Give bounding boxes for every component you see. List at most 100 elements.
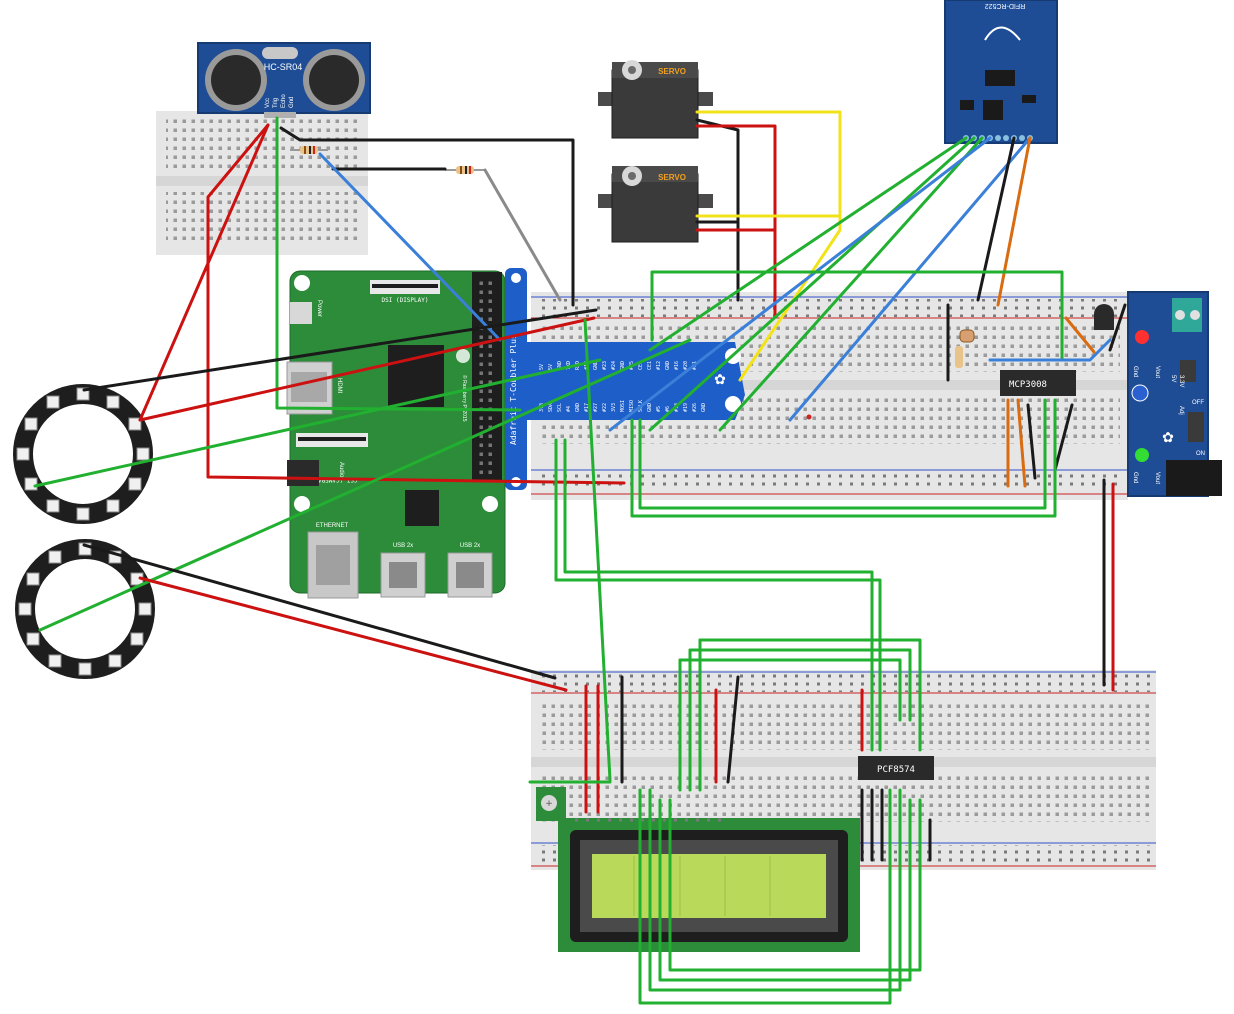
neopixel-led — [16, 447, 30, 461]
resistor-2 — [445, 166, 485, 174]
pi-hdmi-label: HDMI — [336, 378, 342, 394]
wire — [788, 136, 1032, 422]
pcf8574-chip: PCF8574 — [858, 756, 934, 780]
pi-audio-label: Audio — [338, 462, 344, 478]
wires — [33, 110, 1127, 1005]
mcp3008-label: MCP3008 — [1009, 380, 1047, 390]
psu-label: 3.3V — [1178, 375, 1184, 387]
wire — [138, 576, 568, 692]
cobbler-pin-label: GND — [593, 361, 599, 370]
pin-trig-label: Trig — [273, 98, 279, 108]
pi-usb-left-label: USB 2x — [393, 543, 413, 549]
cobbler-pin-label: SDA — [548, 403, 554, 412]
cobbler-title-1: Adafruit T-Cobbler Plus — [509, 334, 518, 445]
neopixel-led — [128, 417, 142, 431]
wire — [695, 220, 740, 302]
wire — [648, 136, 976, 432]
neopixel-led — [24, 417, 38, 431]
wire — [1016, 398, 1027, 488]
cobbler-pin-label: #20 — [683, 361, 689, 370]
neopixel-led — [48, 550, 62, 564]
neopixel-led — [26, 572, 40, 586]
psu-label: Vout — [1154, 366, 1160, 378]
psu-label: Gnd — [1132, 366, 1138, 377]
neopixel-led — [24, 477, 38, 491]
ultrasonic-pin-labels: Vcc Trig Echo Gnd — [265, 94, 295, 108]
cobbler-pin-label: GND — [701, 403, 707, 412]
pi-usb-right-label: USB 2x — [460, 543, 480, 549]
pin-vcc-label: Vcc — [265, 98, 271, 108]
pot-knob-icon: + — [545, 799, 553, 809]
potentiometer: + — [536, 787, 566, 821]
small-breadboard — [156, 111, 368, 255]
pi-power-label: Power — [316, 300, 322, 317]
cobbler-pin-label: GND — [647, 403, 653, 412]
psu-label: Vout — [1154, 472, 1160, 484]
neopixel-led — [108, 654, 122, 668]
neopixel-led — [48, 654, 62, 668]
cobbler-pin-label: 3V3 — [611, 403, 617, 412]
cobbler-pin-label: #16 — [674, 361, 680, 370]
neopixel-led — [136, 447, 150, 461]
wire — [318, 152, 502, 342]
rfid-model-label: RFID-RC522 — [985, 2, 1026, 9]
ring-top-leds — [16, 387, 150, 521]
wire — [695, 124, 777, 317]
cobbler-pin-label: SCL — [557, 403, 563, 412]
neopixel-led — [106, 499, 120, 513]
wire — [630, 398, 1057, 518]
cobbler-pin-label: #24 — [611, 361, 617, 370]
wire — [1053, 403, 1074, 472]
wire — [275, 116, 522, 412]
wire — [648, 136, 968, 352]
cobbler-pin-label: #17 — [584, 403, 590, 412]
wire — [678, 658, 902, 722]
cobbler-pin-label: #4 — [566, 406, 572, 412]
cobbler-pin-label: #6 — [665, 406, 671, 412]
raspberry-pi: DSI (DISPLAY) Power HDMI © Raspberry Pi … — [286, 270, 506, 599]
cobbler-bottom-pin-labels: 3V3 SDA SCL #4 GND #17 #27 #22 3V3 MOSI … — [539, 400, 707, 412]
psu-label: 5V — [1170, 375, 1176, 382]
cobbler-pin-label: GND — [665, 361, 671, 370]
wire — [658, 798, 912, 982]
neopixel-led — [138, 602, 152, 616]
pi-dsi-label: DSI (DISPLAY) — [382, 297, 429, 304]
neopixel-led — [76, 507, 90, 521]
cobbler-pin-label: 5V — [539, 364, 545, 370]
wire — [1108, 303, 1127, 352]
neopixel-ring-top — [13, 384, 153, 524]
cobbler-pin-label: #12 — [656, 361, 662, 370]
mcp3008-chip: MCP3008 — [1000, 370, 1076, 396]
wire — [638, 788, 892, 1005]
wire — [82, 308, 598, 392]
cobbler-pin-label: MOSI — [620, 400, 626, 412]
cobbler-pin-label: CE1 — [647, 361, 653, 370]
neopixel-led — [46, 395, 60, 409]
wire — [138, 316, 596, 422]
power-supply-module: 3.3V 5V Adj OFF ON Vout Vout Gnd Gnd ✿ — [1127, 291, 1222, 497]
ultrasonic-sensor: HC-SR04 Vcc Trig Echo Gnd — [197, 42, 371, 118]
psu-label: Gnd — [1132, 472, 1138, 483]
wire — [638, 398, 1047, 510]
adafruit-star-icon: ✿ — [714, 372, 726, 388]
resistor-3 — [955, 346, 963, 368]
wire — [608, 136, 992, 432]
adafruit-star-icon: ✿ — [1162, 430, 1174, 446]
cobbler-pin-label: GND — [575, 403, 581, 412]
neopixel-led — [130, 632, 144, 646]
wire — [138, 123, 270, 422]
psu-label: Adj — [1178, 406, 1184, 415]
servo-top-label: SERVO — [658, 67, 686, 76]
wire — [648, 788, 902, 992]
wire — [1064, 316, 1096, 354]
wire — [688, 648, 912, 722]
cobbler-pin-label: GND — [620, 361, 626, 370]
cobbler-pin-label: GND — [557, 361, 563, 370]
wire — [33, 358, 602, 488]
servo-top: SERVO — [598, 60, 713, 139]
power-supply-labels: 3.3V 5V Adj OFF ON Vout Vout Gnd Gnd — [1132, 366, 1205, 484]
neopixel-led — [46, 499, 60, 513]
cobbler-pin-label: #27 — [593, 403, 599, 412]
pcf8574-label: PCF8574 — [877, 765, 915, 775]
